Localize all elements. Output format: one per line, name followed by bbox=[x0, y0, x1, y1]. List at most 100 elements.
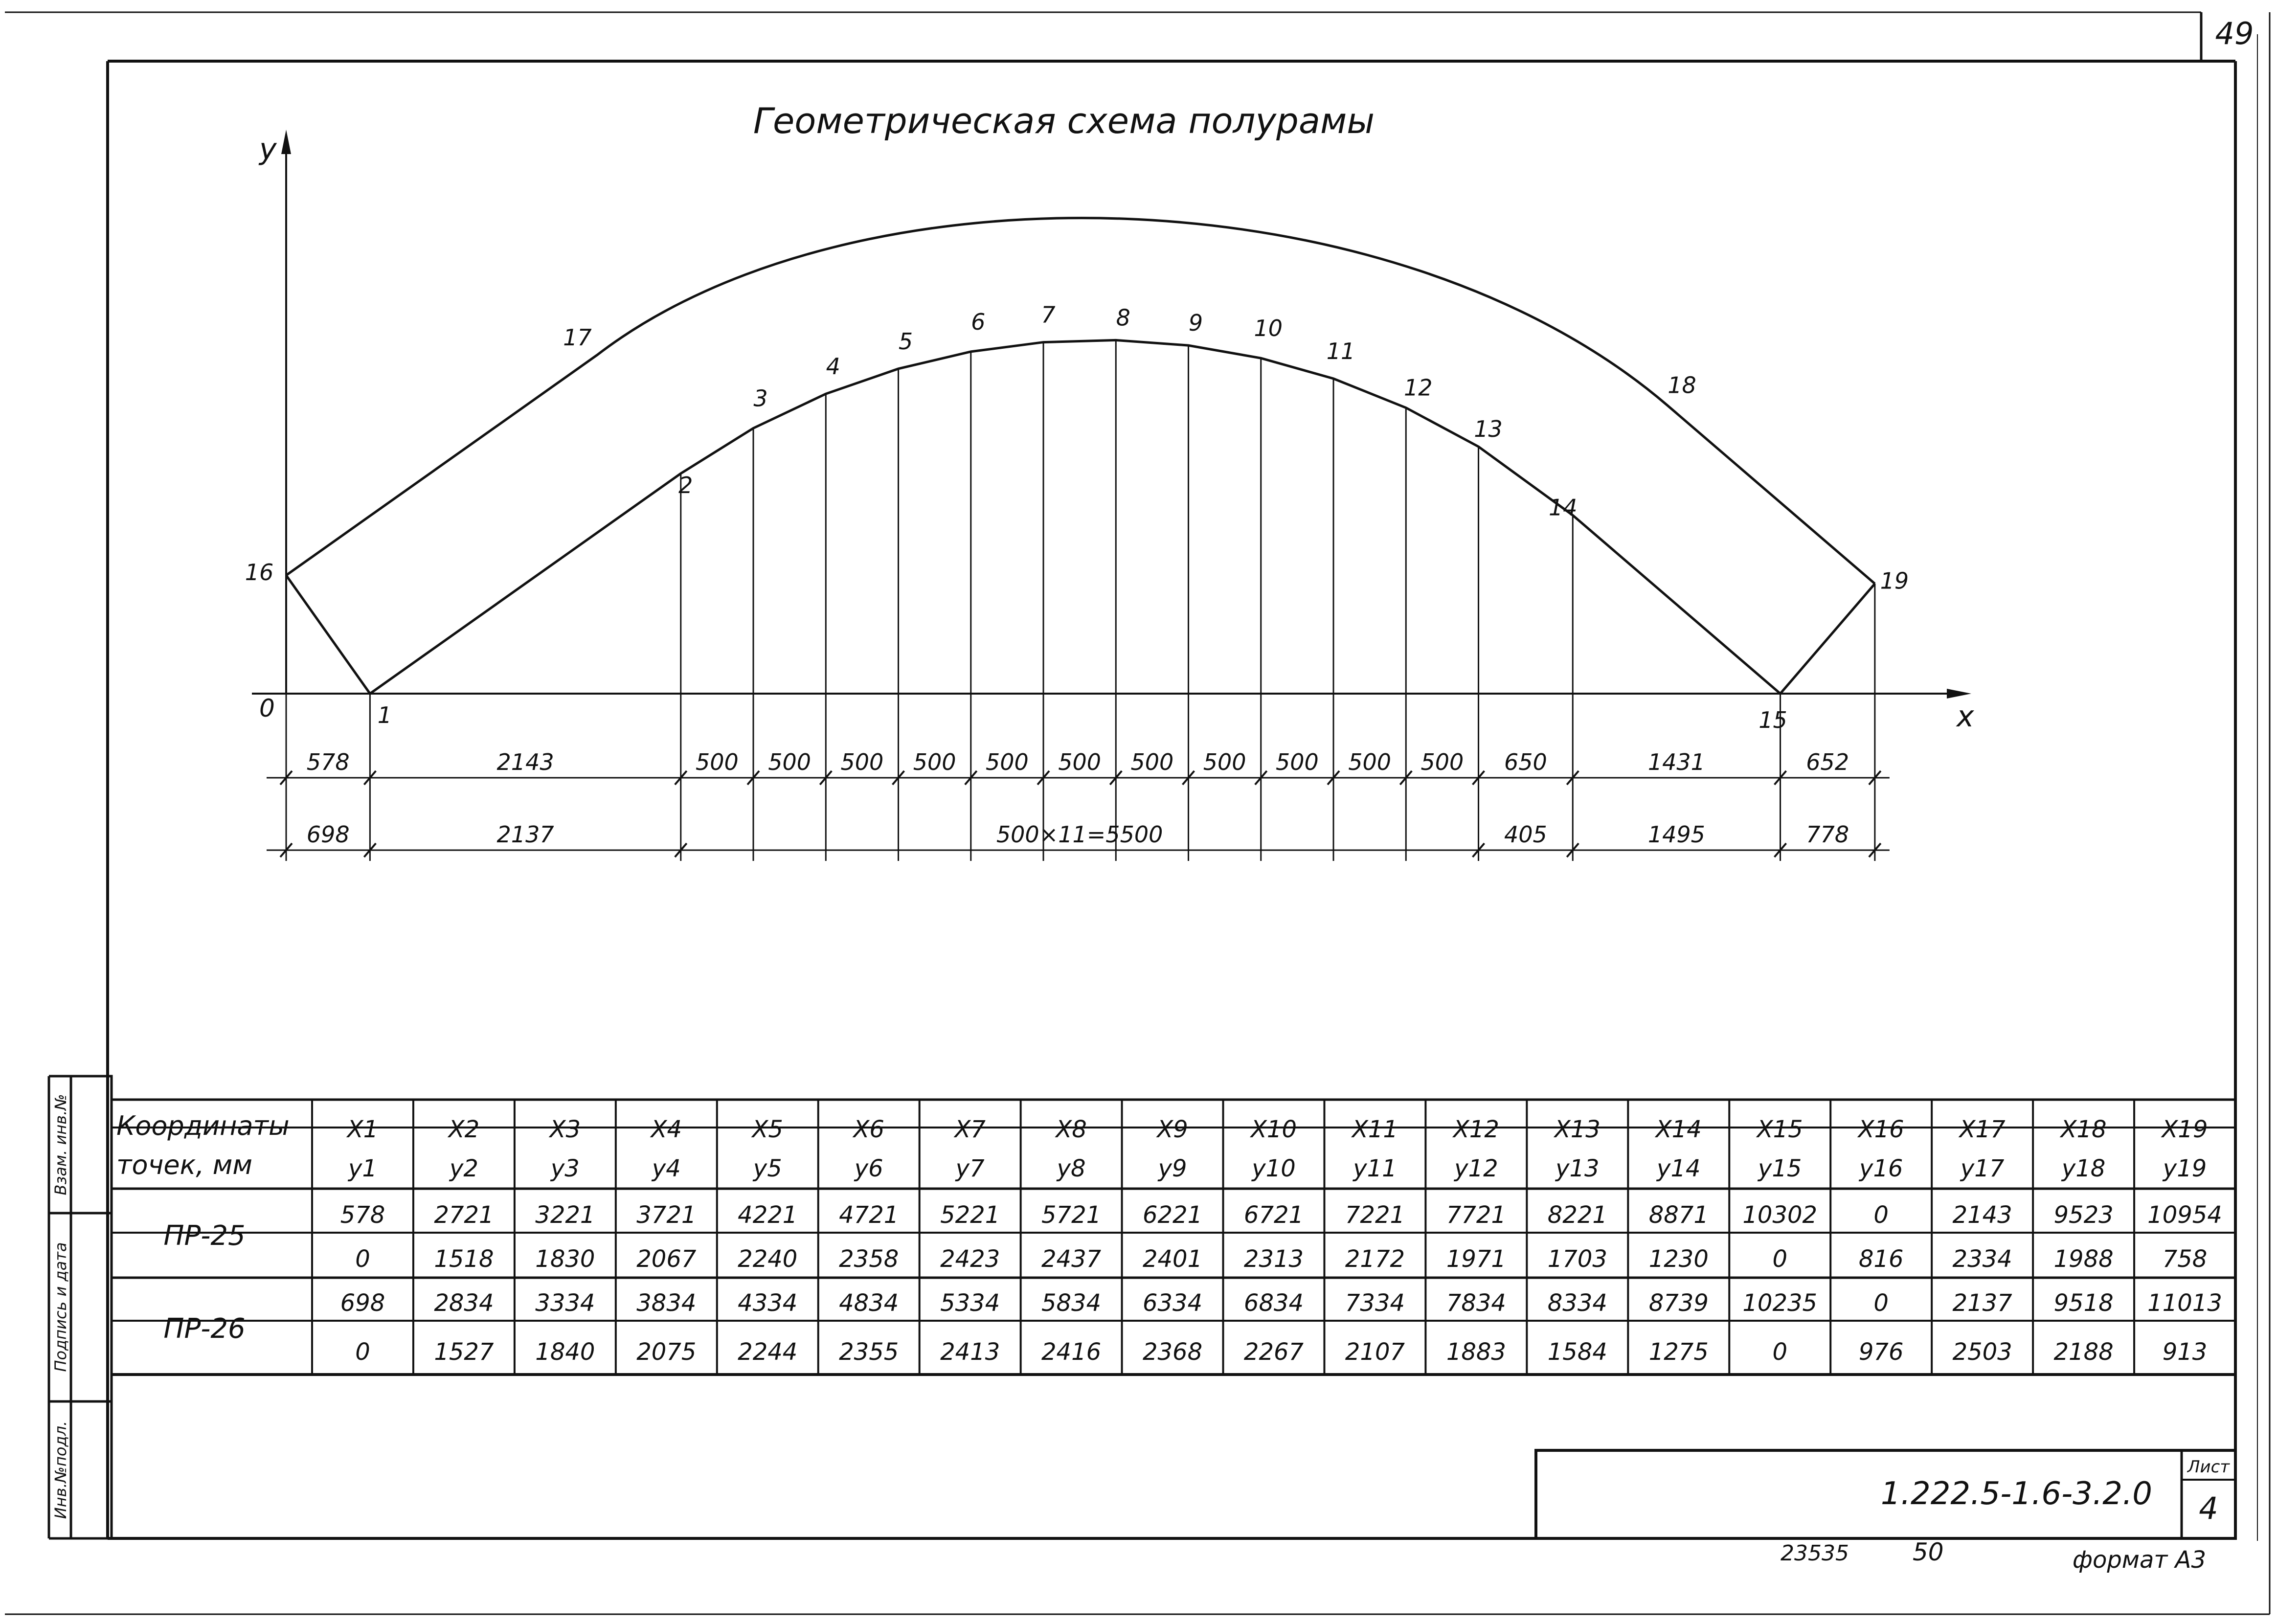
point-label-7: 7 bbox=[1041, 302, 1055, 328]
table-cell: 2413 bbox=[940, 1338, 1000, 1366]
x-header: X7 bbox=[953, 1116, 986, 1143]
table-cell: 0 bbox=[1873, 1289, 1889, 1317]
dimension-tick bbox=[363, 842, 377, 858]
table-cell: 1830 bbox=[535, 1245, 595, 1273]
table-cell: 2721 bbox=[434, 1201, 494, 1229]
dimension-tick bbox=[674, 842, 688, 858]
table-cell: 7834 bbox=[1446, 1289, 1506, 1317]
left-end-line bbox=[285, 574, 371, 695]
y-header: y19 bbox=[2162, 1155, 2207, 1182]
outer-contour bbox=[285, 217, 1876, 585]
table-cell: 4721 bbox=[839, 1201, 899, 1229]
point-label-16: 16 bbox=[245, 559, 274, 586]
table-cell: 0 bbox=[355, 1338, 370, 1366]
y-header: y6 bbox=[854, 1155, 883, 1182]
table-cell: 8334 bbox=[1548, 1289, 1607, 1317]
dimension-row-1-value: 652 bbox=[1806, 749, 1849, 775]
coordinate-axes: y x 0 bbox=[252, 130, 1974, 734]
table-cell: 2240 bbox=[738, 1245, 797, 1273]
point-label-2: 2 bbox=[678, 472, 693, 498]
table-cell: 2416 bbox=[1041, 1338, 1101, 1366]
dimension-tick bbox=[1566, 770, 1579, 786]
dimension-row-1-value: 500 bbox=[913, 749, 956, 775]
point-label-3: 3 bbox=[753, 385, 767, 411]
table-cell: 10954 bbox=[2147, 1201, 2222, 1229]
y-header: y3 bbox=[550, 1155, 580, 1182]
table-cell: 2244 bbox=[738, 1338, 797, 1366]
table-cell: 5221 bbox=[940, 1201, 1000, 1229]
y-header: y15 bbox=[1757, 1155, 1802, 1182]
x-header: X17 bbox=[1958, 1116, 2006, 1143]
table-cell: 4834 bbox=[839, 1289, 899, 1317]
dimension-row-1-value: 500 bbox=[1348, 749, 1391, 775]
x-header: X9 bbox=[1155, 1116, 1188, 1143]
x-header: X15 bbox=[1756, 1116, 1803, 1143]
dimension-tick bbox=[1109, 770, 1123, 786]
x-header: X5 bbox=[751, 1116, 783, 1143]
y-header: y10 bbox=[1251, 1155, 1295, 1182]
dimension-tick bbox=[1472, 770, 1486, 786]
y-header: y2 bbox=[449, 1155, 478, 1182]
table-cell: 3221 bbox=[535, 1201, 595, 1229]
table-cell: 7721 bbox=[1446, 1201, 1506, 1229]
table-cell: 9523 bbox=[2054, 1201, 2114, 1229]
x-header: X8 bbox=[1054, 1116, 1086, 1143]
table-cell: 2834 bbox=[434, 1289, 494, 1317]
dimension-tick bbox=[279, 770, 293, 786]
table-cell: 1230 bbox=[1649, 1245, 1709, 1273]
table-cell: 6721 bbox=[1244, 1201, 1304, 1229]
dimension-row-1-value: 2143 bbox=[497, 749, 554, 775]
table-cell: 816 bbox=[1859, 1245, 1904, 1273]
table-cell: 2423 bbox=[940, 1245, 1000, 1273]
table-cell: 5834 bbox=[1041, 1289, 1101, 1317]
table-cell: 1275 bbox=[1649, 1338, 1709, 1366]
y-header: y1 bbox=[347, 1155, 377, 1182]
sheet-corner-number: 49 bbox=[2215, 16, 2254, 51]
drawing-title: Геометрическая схема полурамы bbox=[753, 100, 1375, 141]
document-designation: 1.222.5-1.6-3.2.0 bbox=[1881, 1476, 2152, 1512]
dimension-row-2-value: 1495 bbox=[1648, 821, 1705, 848]
point-label-14: 14 bbox=[1549, 494, 1578, 520]
right-end-line bbox=[1779, 583, 1876, 695]
y-header: y17 bbox=[1960, 1155, 2005, 1182]
table-cell: 0 bbox=[1772, 1245, 1787, 1273]
side-stamp-text: Подпись и дата bbox=[51, 1242, 70, 1372]
table-cell: 1584 bbox=[1548, 1338, 1607, 1366]
dimension-row-1-value: 578 bbox=[307, 749, 350, 775]
table-cell: 1527 bbox=[434, 1338, 494, 1366]
table-cell: 2358 bbox=[839, 1245, 899, 1273]
dimension-row-1-value: 1431 bbox=[1648, 749, 1705, 775]
dimension-tick bbox=[1254, 770, 1268, 786]
table-cell: 10235 bbox=[1742, 1289, 1817, 1317]
row-label-pr25: ПР-25 bbox=[163, 1220, 245, 1252]
dimension-row-1-value: 650 bbox=[1504, 749, 1547, 775]
table-cell: 2503 bbox=[1953, 1338, 2012, 1366]
x-header: X3 bbox=[548, 1116, 581, 1143]
table-cell: 913 bbox=[2163, 1338, 2208, 1366]
table-cell: 1518 bbox=[434, 1245, 494, 1273]
side-stamp-text: Взам. инв.№ bbox=[51, 1094, 70, 1195]
x-header: X14 bbox=[1654, 1116, 1702, 1143]
table-cell: 5334 bbox=[940, 1289, 1000, 1317]
y-header: y16 bbox=[1858, 1155, 1903, 1182]
dimension-row-2-value: 698 bbox=[307, 821, 350, 848]
dimension-tick bbox=[964, 770, 978, 786]
point-label-4: 4 bbox=[826, 353, 840, 380]
table-cell: 9518 bbox=[2054, 1289, 2114, 1317]
table-cell: 0 bbox=[1873, 1201, 1889, 1229]
x-header: X2 bbox=[447, 1116, 479, 1143]
table-cell: 2188 bbox=[2054, 1338, 2114, 1366]
dimension-tick bbox=[892, 770, 905, 786]
table-cell: 1703 bbox=[1548, 1245, 1607, 1273]
dimension-row-2-value: 778 bbox=[1806, 821, 1849, 848]
table-cell: 2401 bbox=[1143, 1245, 1202, 1273]
table-cell: 2267 bbox=[1244, 1338, 1304, 1366]
dimension-tick bbox=[1472, 842, 1486, 858]
y-axis-label: y bbox=[258, 132, 277, 166]
point-label-19: 19 bbox=[1880, 567, 1909, 594]
row-label-pr26: ПР-26 bbox=[163, 1313, 245, 1345]
table-cell: 758 bbox=[2163, 1245, 2208, 1273]
table-cell: 2334 bbox=[1953, 1245, 2012, 1273]
